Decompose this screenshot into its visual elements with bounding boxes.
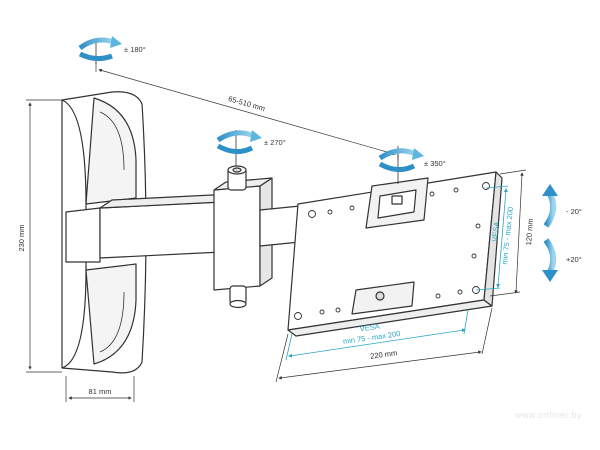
vesa-hole [294,312,302,320]
vesa-horizontal-dimension [285,309,469,361]
depth-label: 81 mm [89,387,112,396]
width-label: 220 mm [370,348,398,360]
screen-rotation-label: ± 350° [424,159,446,168]
wall-swivel-rotation-icon [78,36,122,64]
vesa-hole [319,309,325,315]
vesa-holes [294,182,490,320]
vesa-hole [475,223,481,229]
vesa-vertical-title: VESA [490,221,501,242]
vesa-vertical-dimension [475,185,509,291]
arm-swivel-label: ± 270° [264,138,286,147]
wall-swivel-label: ± 180° [124,45,146,54]
height-label: 230 mm [17,224,26,251]
vesa-hole [482,182,490,190]
tilt-down-label: +20° [566,255,582,264]
vesa-hole [471,253,477,259]
dimension-hole-spacing [489,169,527,297]
vesa-vertical-range: min 75 - max 200 [500,206,515,265]
vesa-hole [457,289,463,295]
vesa-hole [435,293,441,299]
tilt-up-arrow-icon [542,184,558,228]
screen-rotation-icon [378,146,424,184]
extension-label: 65-510 mm [227,94,266,113]
tilt-down-arrow-icon [542,238,558,282]
hole-spacing-label: 120 mm [524,218,535,246]
screen-plate [287,171,503,337]
arm-swivel-rotation-icon [216,130,262,166]
vesa-hole [453,187,459,193]
watermark: www.onliner.by [514,410,582,420]
dimension-depth [65,376,135,402]
vesa-horizontal-title: VESA [359,322,380,334]
vesa-hole [327,209,333,215]
tilt-up-label: - 20° [566,207,582,216]
vesa-hole [335,307,341,313]
vesa-hole [308,210,316,218]
vesa-hole [349,205,355,211]
extension-arm [65,165,301,309]
dimension-height [26,99,62,373]
vesa-hole [429,191,435,197]
